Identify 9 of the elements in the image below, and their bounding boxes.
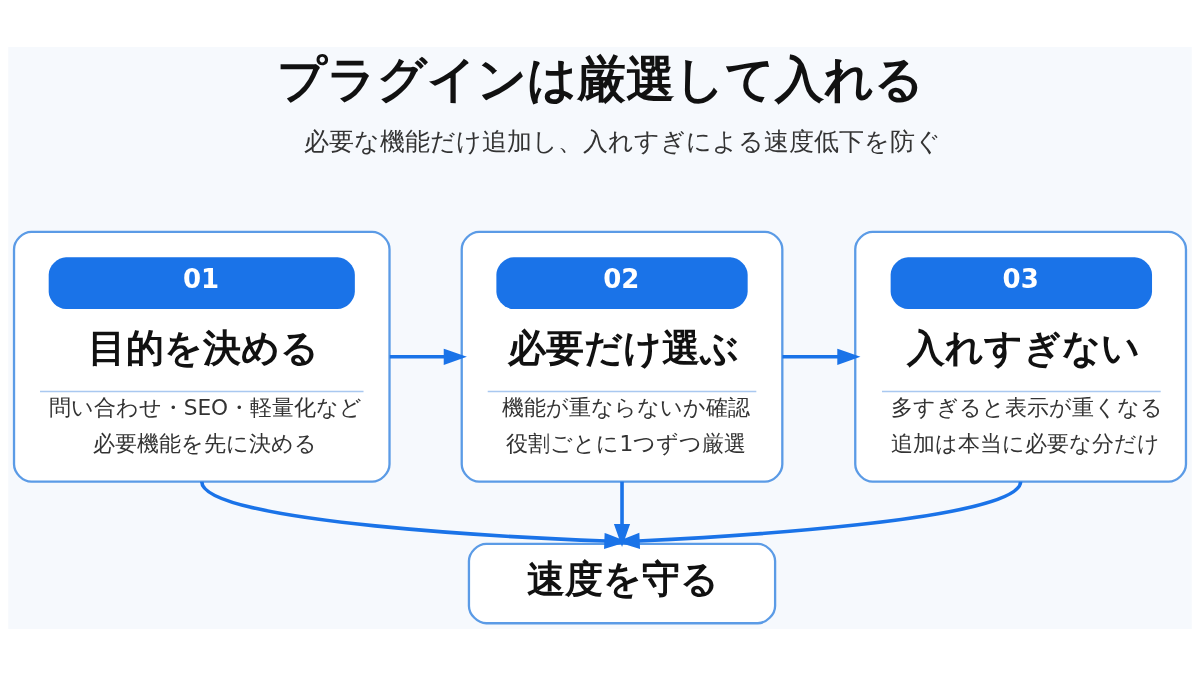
node-box: 速度を守る	[467, 542, 777, 624]
diagram-title: プラグインは厳選して入れる	[277, 49, 925, 108]
node-box: 02 必要だけ選ぶ 機能が重ならないか確認 役割ごとに1つずつ厳選	[460, 230, 784, 483]
node-box: 03 入れすぎない 多すぎると表示が重くなる 追加は本当に必要な分だけ	[854, 230, 1188, 483]
arrow	[782, 348, 861, 365]
arrow	[389, 348, 467, 365]
node-box: 01 目的を決める 問い合わせ・SEO・軽量化など 必要機能を先に決める	[12, 230, 391, 483]
label: 必要な機能だけ追加し、入れすぎによる速度低下を防ぐ	[303, 126, 941, 156]
arrow	[613, 481, 631, 547]
